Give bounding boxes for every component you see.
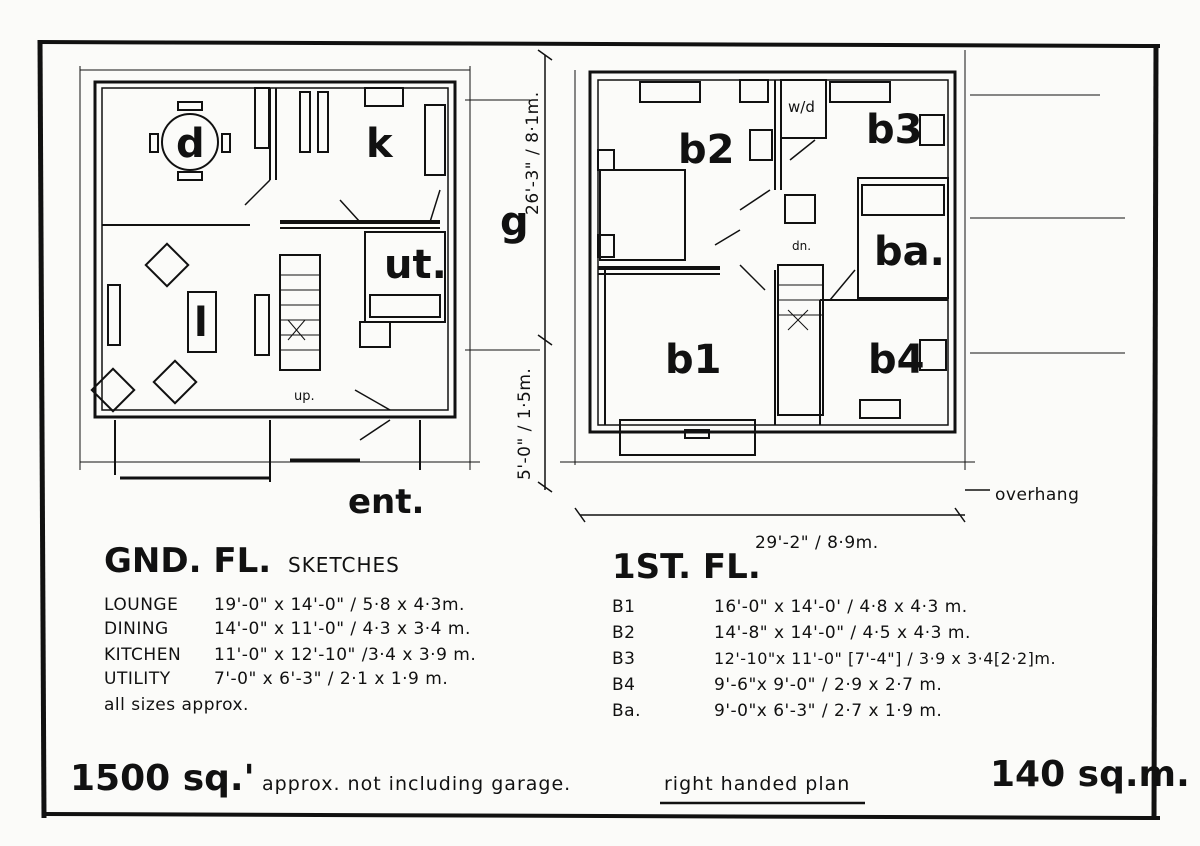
area-square-metres: 140 sq.m. bbox=[990, 754, 1190, 795]
stair-up-label: up. bbox=[294, 389, 315, 404]
first-floor-schedule: B1 16'-0" x 14'-0' / 4·8 x 4·3 m. B2 14'… bbox=[612, 597, 1056, 721]
room-label-kitchen: k bbox=[366, 121, 394, 167]
first-floor-plan bbox=[560, 50, 1125, 470]
floor-headings: GND. FL. SKETCHES 1ST. FL. bbox=[104, 541, 761, 587]
schedule-room-size: 16'-0" x 14'-0' / 4·8 x 4·3 m. bbox=[714, 597, 968, 617]
room-label-lounge: l bbox=[194, 300, 208, 346]
schedule-room-name: B4 bbox=[612, 675, 635, 695]
garage-label: g bbox=[500, 199, 529, 245]
sizes-note: all sizes approx. bbox=[104, 695, 249, 715]
room-label-utility: ut. bbox=[384, 242, 447, 288]
schedule-room-name: DINING bbox=[104, 619, 169, 639]
depth-dimension: 26'-3" / 8·1m. bbox=[523, 91, 543, 215]
schedule-room-name: B1 bbox=[612, 597, 635, 617]
width-dimension: 29'-2" / 8·9m. bbox=[755, 533, 879, 553]
sketches-label: SKETCHES bbox=[288, 553, 400, 577]
schedule-room-size: 9'-6"x 9'-0" / 2·9 x 2·7 m. bbox=[714, 675, 942, 695]
room-label-wd: w/d bbox=[788, 98, 815, 116]
dimension-labels: 26'-3" / 8·1m. g 5'-0" / 1·5m. 29'-2" / … bbox=[500, 91, 1079, 553]
schedule-room-size: 14'-0" x 11'-0" / 4·3 x 3·4 m. bbox=[214, 619, 471, 639]
sheet-border bbox=[37, 39, 1161, 821]
first-floor-labels: b2 w/d b3 ba. dn. b1 b4 bbox=[665, 98, 945, 383]
schedule-room-name: UTILITY bbox=[104, 669, 171, 689]
room-label-b1: b1 bbox=[665, 337, 721, 383]
area-note: approx. not including garage. bbox=[262, 773, 571, 795]
plan-handedness-note: right handed plan bbox=[664, 773, 850, 795]
schedule-room-size: 7'-0" x 6'-3" / 2·1 x 1·9 m. bbox=[214, 669, 448, 689]
ground-floor-labels: d k ut. l up. ent. bbox=[176, 121, 447, 522]
entrance-label: ent. bbox=[348, 482, 424, 522]
area-square-feet: 1500 sq.' bbox=[70, 758, 255, 799]
schedule-room-size: 19'-0" x 14'-0" / 5·8 x 4·3m. bbox=[214, 595, 465, 615]
room-label-b2: b2 bbox=[678, 127, 734, 173]
schedule-room-size: 9'-0"x 6'-3" / 2·7 x 1·9 m. bbox=[714, 701, 942, 721]
first-floor-heading: 1ST. FL. bbox=[612, 547, 761, 587]
schedule-room-name: LOUNGE bbox=[104, 595, 178, 615]
schedule-room-size: 14'-8" x 14'-0" / 4·5 x 4·3 m. bbox=[714, 623, 971, 643]
ground-floor-heading: GND. FL. bbox=[104, 541, 271, 581]
schedule-room-size: 11'-0" x 12'-10" /3·4 x 3·9 m. bbox=[214, 645, 476, 665]
schedule-room-name: Ba. bbox=[612, 701, 641, 721]
porch-dimension: 5'-0" / 1·5m. bbox=[515, 368, 535, 480]
stair-down-label: dn. bbox=[792, 239, 811, 253]
dimension-lines bbox=[537, 49, 990, 523]
ground-floor-schedule: LOUNGE 19'-0" x 14'-0" / 5·8 x 4·3m. DIN… bbox=[104, 595, 476, 715]
schedule-room-name: B2 bbox=[612, 623, 635, 643]
schedule-room-size: 12'-10"x 11'-0" [7'-4"] / 3·9 x 3·4[2·2]… bbox=[714, 649, 1056, 668]
schedule-room-name: B3 bbox=[612, 649, 635, 669]
room-label-b3: b3 bbox=[866, 107, 922, 153]
room-label-b4: b4 bbox=[868, 337, 924, 383]
overhang-label: overhang bbox=[995, 485, 1079, 505]
room-label-bath: ba. bbox=[874, 229, 945, 275]
room-label-dining: d bbox=[176, 121, 205, 167]
footer: 1500 sq.' approx. not including garage. … bbox=[70, 754, 1190, 805]
ground-floor-plan bbox=[79, 66, 540, 482]
schedule-room-name: KITCHEN bbox=[104, 645, 181, 665]
